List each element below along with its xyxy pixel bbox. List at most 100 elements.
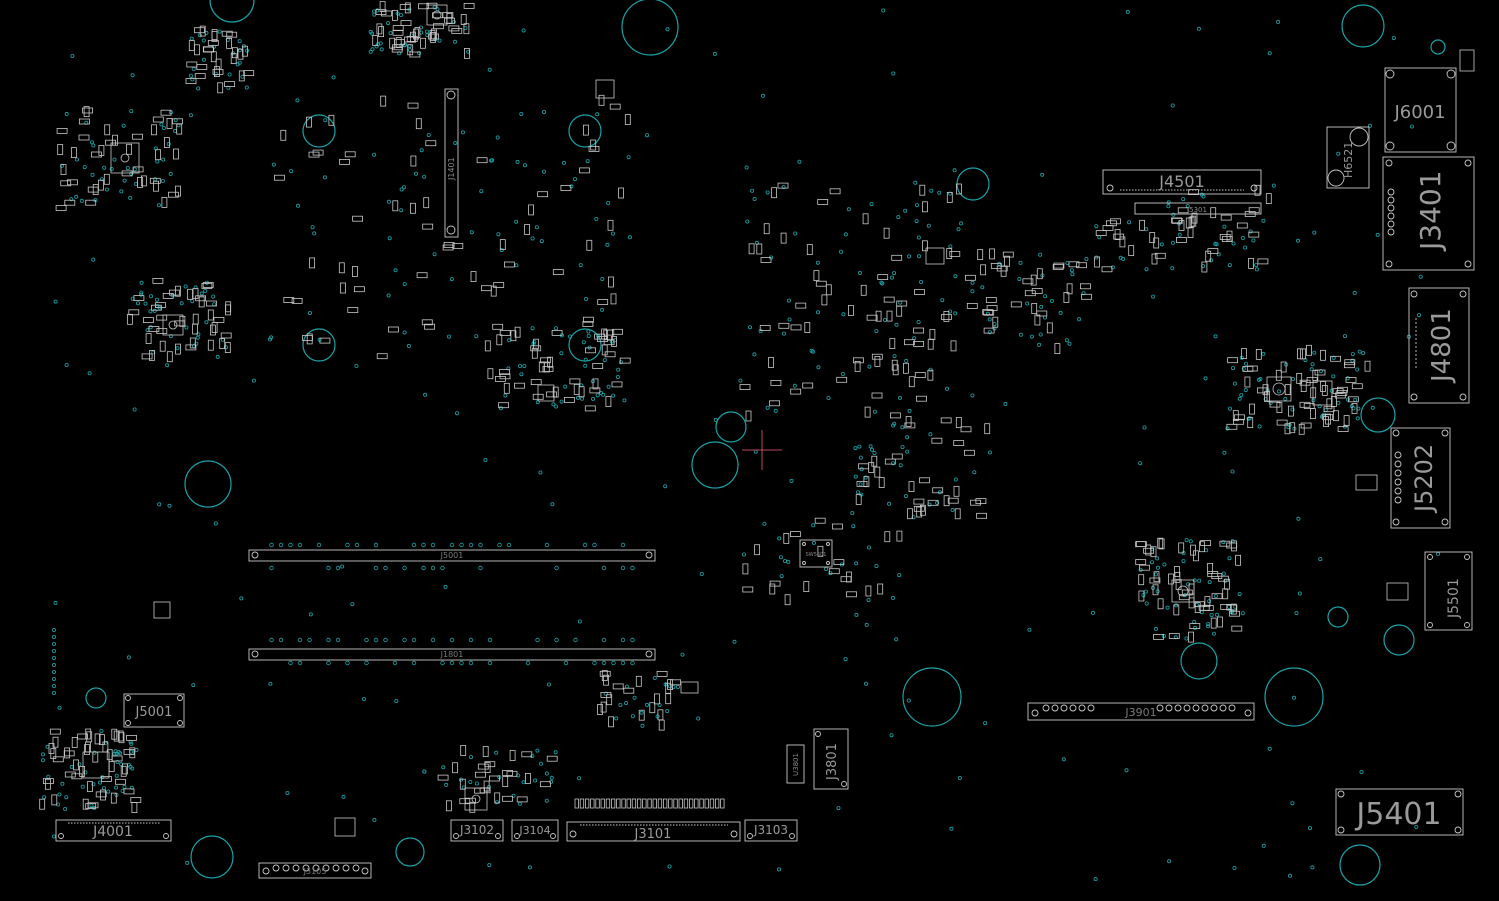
via	[1184, 636, 1189, 641]
via	[466, 49, 471, 54]
via	[777, 867, 782, 872]
connector-j1401[interactable]: J1801	[248, 648, 656, 661]
smd-pad	[524, 224, 530, 235]
connector-j5401[interactable]: J5401	[1335, 788, 1464, 836]
smd-pad	[892, 364, 899, 376]
connector-j4001[interactable]: J4001	[55, 819, 172, 842]
via	[872, 450, 877, 455]
via	[446, 334, 451, 339]
via	[1058, 310, 1063, 315]
via	[156, 203, 161, 208]
smd-pad	[1249, 403, 1255, 415]
via	[530, 754, 535, 759]
via	[191, 683, 196, 688]
smd-pad	[1343, 415, 1350, 427]
smd-pad	[709, 798, 715, 809]
via	[854, 561, 859, 566]
smd-pad	[828, 568, 840, 575]
smd-pad	[790, 324, 802, 331]
via	[836, 806, 841, 811]
via	[345, 660, 350, 666]
via	[335, 565, 341, 571]
via	[60, 781, 65, 786]
via	[750, 188, 755, 193]
via	[611, 660, 616, 666]
smd-pad	[1257, 258, 1269, 265]
via	[135, 301, 140, 306]
smd-pad	[242, 45, 248, 57]
smd-pad	[1220, 604, 1232, 610]
switch-sw5601[interactable]: SW5601	[799, 539, 833, 568]
smd-pad	[192, 323, 199, 335]
via	[74, 157, 79, 162]
via	[386, 293, 391, 298]
via	[1121, 256, 1126, 261]
connector-j3101[interactable]: J3101	[566, 821, 741, 842]
via	[460, 130, 465, 135]
via	[183, 284, 188, 289]
connector-h6521[interactable]: H6521	[1326, 126, 1370, 189]
via	[310, 225, 315, 230]
connector-j3901[interactable]: J3901	[1027, 702, 1255, 721]
smd-pad	[605, 396, 612, 408]
via	[605, 242, 610, 247]
connector-j5001[interactable]: J5001	[123, 693, 185, 728]
connector-j3102[interactable]: J3102	[450, 819, 504, 842]
connector-j5301[interactable]: J5301	[1134, 202, 1262, 215]
connector-j1801[interactable]: J5001	[248, 549, 656, 562]
via	[591, 396, 596, 401]
via	[417, 51, 422, 56]
via	[667, 684, 672, 689]
via	[742, 552, 747, 557]
via	[859, 467, 864, 472]
connector-j4801[interactable]: J4801	[1408, 287, 1470, 404]
via	[826, 395, 831, 400]
connector-j5202[interactable]: J5202	[1390, 427, 1451, 529]
via	[1091, 610, 1096, 615]
via	[786, 298, 791, 303]
smd-pad	[131, 802, 138, 813]
mounting-hole	[1383, 624, 1415, 656]
via	[573, 177, 578, 182]
connector-j3104[interactable]: J3104	[511, 819, 559, 842]
smd-pad	[1218, 575, 1229, 582]
via	[542, 169, 547, 174]
smd-pad	[600, 692, 612, 698]
connector-j3105[interactable]: J3105	[258, 862, 372, 879]
smd-pad	[194, 73, 206, 79]
smd-pad	[715, 798, 720, 809]
via	[204, 320, 209, 325]
connector-j3401[interactable]: J3401	[1382, 156, 1475, 271]
smd-pad	[160, 109, 172, 116]
smd-pad	[1210, 207, 1217, 219]
smd-pad	[166, 118, 173, 129]
smd-pad	[487, 368, 494, 380]
smd-pad	[742, 563, 749, 575]
smd-pad	[1151, 253, 1158, 265]
smd-pad	[1193, 550, 1199, 562]
via	[1025, 301, 1030, 306]
smd-pad	[916, 506, 923, 518]
connector-j4501[interactable]: J4501	[1102, 169, 1262, 195]
via	[52, 656, 57, 661]
via	[732, 639, 737, 644]
smd-pad	[656, 671, 668, 677]
via	[1206, 624, 1211, 629]
connector-j5501[interactable]: J5501	[1424, 551, 1473, 631]
via	[426, 132, 431, 137]
smd-pad	[161, 196, 168, 208]
connector-label-h6521: H6521	[1342, 142, 1355, 178]
chip-u3801[interactable]: U3801	[786, 744, 805, 784]
smd-pad	[1176, 236, 1187, 243]
via	[1297, 591, 1302, 596]
smd-pad	[474, 771, 486, 778]
via	[244, 48, 249, 53]
connector-j3103[interactable]: J3103	[744, 819, 798, 842]
smd-pad	[1321, 384, 1328, 396]
connector-j3801[interactable]: J3801	[813, 728, 849, 790]
connector-j6001[interactable]: J6001	[1384, 67, 1457, 153]
via	[411, 637, 417, 643]
via	[581, 340, 586, 345]
connector-pu8102[interactable]: J1401	[444, 88, 459, 238]
